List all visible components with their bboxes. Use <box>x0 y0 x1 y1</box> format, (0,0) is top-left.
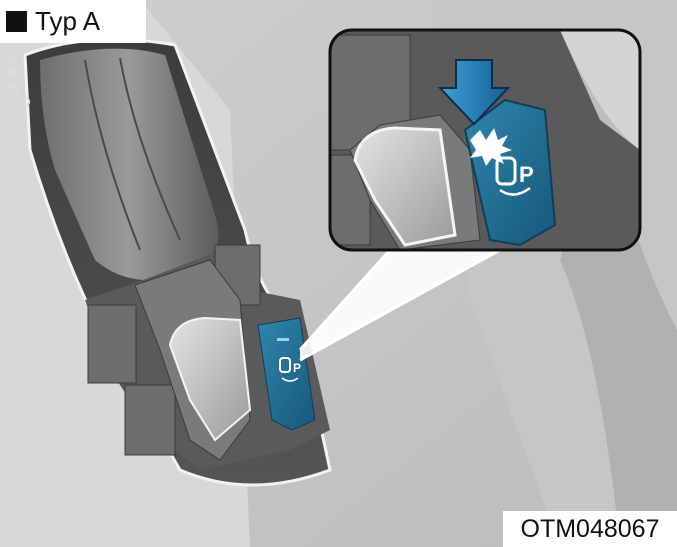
press-arrow-icon <box>437 59 511 126</box>
inset-view: P <box>330 30 640 250</box>
gear-boot <box>40 48 219 280</box>
figure-type-text: Typ A <box>35 6 101 36</box>
figure-type-label: Typ A <box>0 0 146 43</box>
boot-seam <box>84 59 141 251</box>
bullet-square <box>6 11 27 32</box>
boot-seam <box>119 57 181 241</box>
gear-indicator-plus: + <box>3 83 9 95</box>
button-indicator-led <box>277 338 289 341</box>
svg-text:P: P <box>293 361 301 375</box>
indicator-light-burst <box>470 128 512 166</box>
gear-indicator-n: N <box>11 81 20 95</box>
callout-wedge <box>300 250 500 360</box>
switch-blank <box>87 304 137 384</box>
switch-blank <box>124 384 176 456</box>
inset-frame <box>328 28 642 252</box>
gear-indicator-r: R <box>8 66 17 80</box>
figure-code-label: OTM048067 <box>503 511 677 547</box>
lever-knob <box>168 316 252 442</box>
gear-indicator-d: D <box>22 95 31 109</box>
gear-indicator-minus: − <box>14 112 20 124</box>
parking-assist-button-magnified[interactable] <box>463 98 557 247</box>
parking-assist-button[interactable] <box>257 317 316 431</box>
parking-assist-icon: P <box>279 357 301 382</box>
svg-text:P: P <box>519 162 534 187</box>
parking-assist-icon: P <box>495 156 534 196</box>
gear-indicator-p: P <box>6 51 14 65</box>
